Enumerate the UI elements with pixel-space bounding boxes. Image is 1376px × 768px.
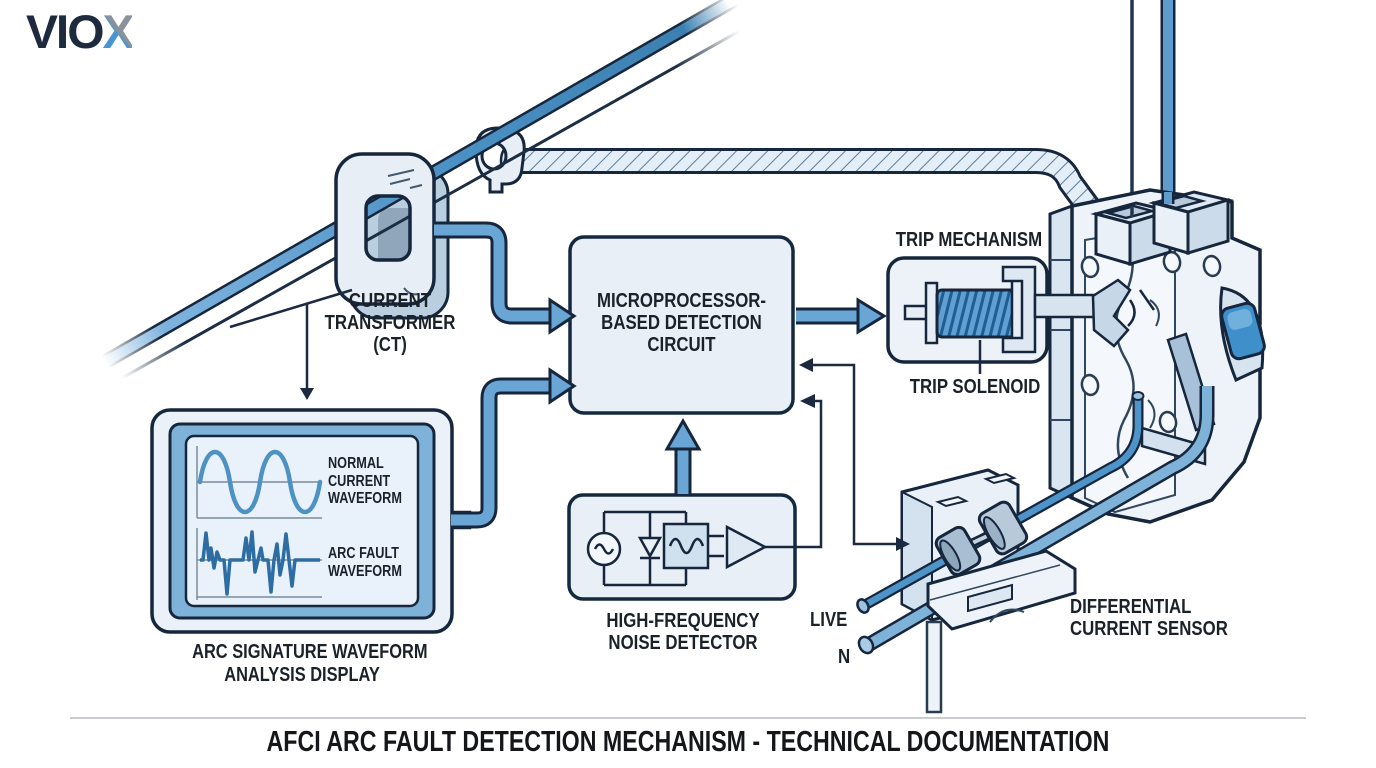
arrow-circuit-to-trip	[796, 297, 887, 335]
diode-icon	[637, 512, 663, 585]
normal-waveform-label: NORMAL CURRENT WAVEFORM	[328, 455, 402, 507]
arrow-display-to-circuit	[451, 367, 577, 529]
arc-fault-waveform-label: ARC FAULT WAVEFORM	[328, 545, 402, 580]
display-caption-label: ARC SIGNATURE WAVEFORM ANALYSIS DISPLAY	[192, 641, 428, 686]
breaker-toggle	[1220, 301, 1266, 361]
breaker-screw-holes	[1080, 250, 1222, 434]
breaker-terminals	[1090, 190, 1234, 267]
detection-circuit-box	[568, 235, 795, 415]
arrow-ct-to-circuit	[434, 221, 577, 335]
sensor-base	[925, 549, 1077, 714]
sheathed-cable	[499, 146, 1106, 224]
live-wire	[856, 391, 1145, 614]
trip-solenoid-label: TRIP SOLENOID	[909, 375, 1041, 398]
detection-circuit-label: MICROPROCESSOR- BASED DETECTION CIRCUIT	[596, 289, 767, 356]
ac-source-icon	[586, 510, 688, 587]
waveform-display	[150, 408, 472, 634]
page-title: AFCI ARC FAULT DETECTION MECHANISM - TEC…	[266, 726, 1110, 758]
differential-sensor-label: DIFFERENTIAL CURRENT SENSOR	[1070, 595, 1228, 640]
trip-mechanism-box	[886, 256, 1156, 374]
normal-waveform	[196, 446, 323, 519]
neutral-wire-label: N	[838, 645, 851, 668]
logo-prefix: VIO	[26, 5, 105, 58]
arrow-noise-feedback	[795, 394, 823, 549]
noise-detector-box	[567, 493, 797, 601]
viox-logo: VIOX	[26, 4, 134, 59]
filter-icon	[662, 522, 710, 570]
arrow-sensor-circuit-link	[799, 358, 910, 551]
sensor-rollers	[934, 500, 1029, 577]
neutral-wire	[857, 386, 1215, 655]
noise-detector-label: HIGH-FREQUENCY NOISE DETECTOR	[606, 609, 760, 654]
current-transformer-label: CURRENT TRANSFORMER (CT)	[324, 289, 456, 356]
trip-mechanism-label: TRIP MECHANISM	[895, 228, 1043, 251]
logo-x: X	[102, 5, 134, 58]
live-wire-label: LIVE	[810, 608, 848, 631]
current-transformer-clamp	[334, 152, 436, 306]
footer-divider	[70, 717, 1306, 719]
arc-fault-waveform	[196, 528, 322, 600]
ct-leader-arrow	[229, 288, 353, 400]
trip-solenoid-coil	[935, 288, 1017, 339]
arrow-noise-to-circuit	[664, 417, 702, 494]
amplifier-icon	[708, 524, 795, 570]
